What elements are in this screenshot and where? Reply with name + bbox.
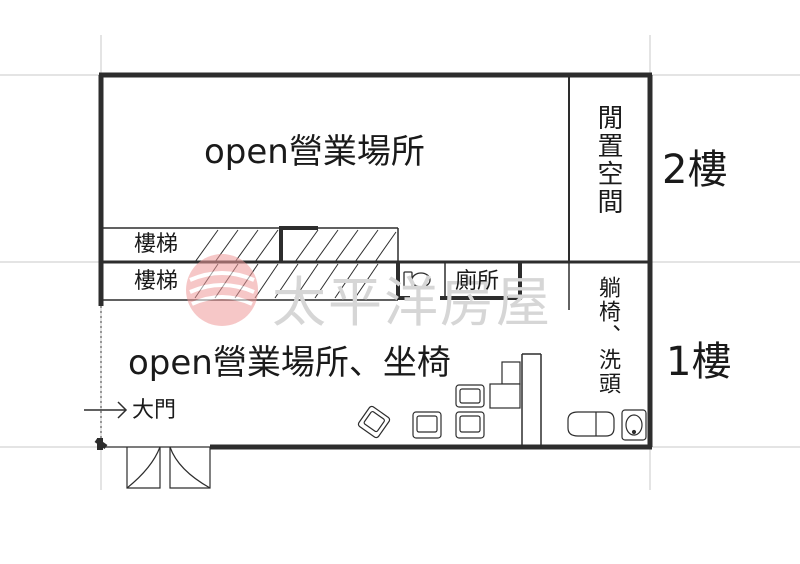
watermark-logo [186, 254, 258, 326]
entrance-wall-stub [97, 438, 103, 450]
side-room-walls-1f [521, 262, 570, 447]
entrance-arrow-icon [84, 401, 128, 419]
wash-basin-icon [621, 409, 647, 441]
room-label-2f-side: 閒置空間 [593, 104, 623, 216]
floor-label-2f: 2樓 [662, 147, 728, 193]
chair-icon [455, 411, 485, 439]
chair-icon [455, 384, 485, 408]
chair-icons [357, 384, 485, 439]
chair-icon [412, 411, 442, 439]
shampoo-chair-icon [567, 411, 615, 437]
watermark-text: 太平洋房屋 [272, 271, 552, 334]
stairs-label-upper: 樓梯 [134, 232, 179, 257]
toilet-room [396, 262, 522, 300]
toilet-fixture-icon [403, 271, 431, 289]
room-label-1f-side: 躺椅、洗頭 [595, 276, 620, 396]
entrance-doors [101, 446, 211, 489]
room-label-1f-main: open營業場所、坐椅 [128, 343, 451, 383]
floor-label-1f: 1樓 [666, 339, 732, 385]
entrance-label: 大門 [132, 398, 177, 423]
toilet-label: 廁所 [455, 269, 500, 294]
reception-counter [489, 361, 521, 409]
stairs-label-lower: 樓梯 [134, 269, 179, 294]
room-label-2f-main: open營業場所 [204, 132, 425, 172]
chair-icon [357, 405, 391, 439]
